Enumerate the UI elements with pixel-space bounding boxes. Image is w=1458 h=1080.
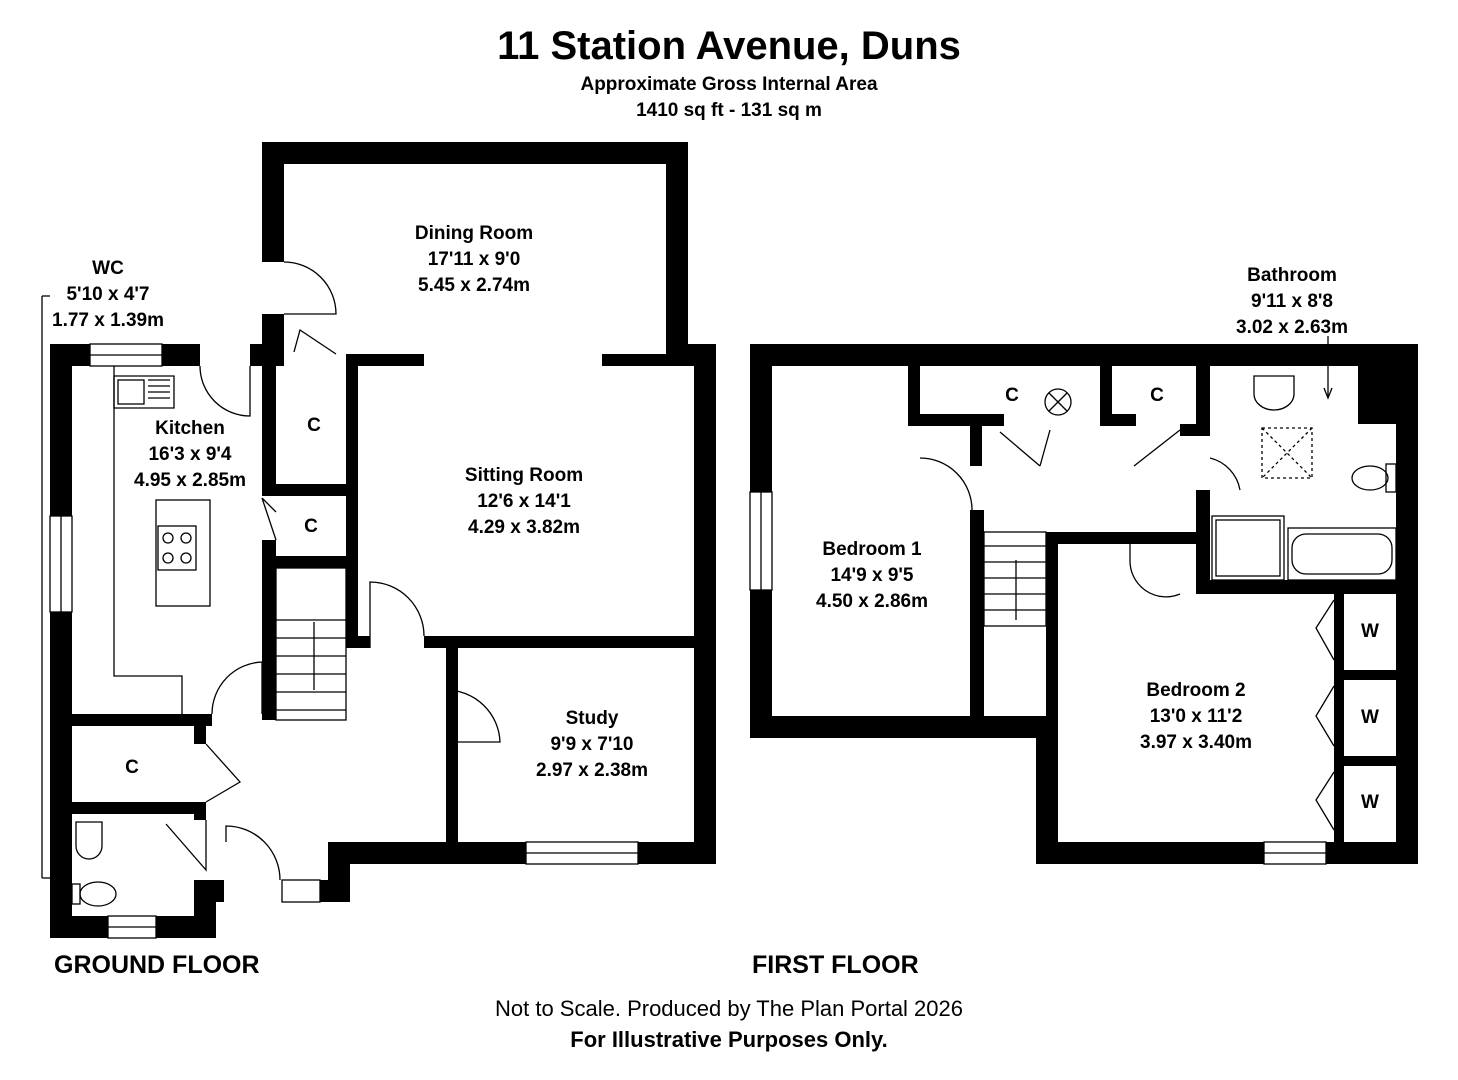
room-metric: 3.97 x 3.40m (1140, 732, 1252, 753)
room-label-sitting: Sitting Room 12'6 x 14'1 4.29 x 3.82m (465, 463, 583, 541)
room-imperial: 12'6 x 14'1 (477, 491, 571, 512)
plan-title: 11 Station Avenue, Duns (497, 24, 961, 68)
room-name: Kitchen (155, 418, 225, 439)
ground-floor-label: GROUND FLOOR (54, 951, 260, 979)
first-floor-label: FIRST FLOOR (752, 951, 919, 979)
room-label-bedroom2: Bedroom 2 13'0 x 11'2 3.97 x 3.40m (1140, 678, 1252, 756)
wardrobe-label: W (1361, 707, 1379, 728)
area-value: 1410 sq ft - 131 sq m (636, 100, 822, 121)
room-name: Study (565, 708, 619, 729)
room-imperial: 9'11 x 8'8 (1251, 291, 1333, 312)
room-metric: 4.29 x 3.82m (468, 517, 580, 538)
window-hall (281, 879, 321, 903)
cupboard-label: C (1005, 385, 1019, 406)
room-name: Dining Room (414, 223, 534, 244)
room-name: Sitting Room (464, 465, 584, 486)
room-imperial: 17'11 x 9'0 (427, 249, 521, 270)
room-imperial: 16'3 x 9'4 (148, 444, 232, 465)
room-metric: 4.50 x 2.86m (816, 591, 928, 612)
first-floor-walls (750, 344, 1418, 864)
fixtures-and-doors (41, 261, 1397, 939)
cupboard-label: C (304, 516, 318, 537)
wardrobe-label: W (1361, 621, 1379, 642)
room-metric: 1.77 x 1.39m (52, 310, 164, 331)
area-label: Approximate Gross Internal Area (580, 74, 878, 95)
room-imperial: 9'9 x 7'10 (550, 734, 634, 755)
room-metric: 2.97 x 2.38m (536, 760, 648, 781)
room-label-study: Study 9'9 x 7'10 2.97 x 2.38m (536, 706, 648, 784)
ground-floor-walls (50, 142, 716, 938)
cupboard-label: C (307, 415, 321, 436)
room-name: Bathroom (1247, 265, 1337, 286)
footer-note: Not to Scale. Produced by The Plan Porta… (495, 996, 963, 1021)
room-name: Bedroom 1 (822, 539, 922, 560)
room-metric: 5.45 x 2.74m (418, 275, 530, 296)
footer-disclaimer: For Illustrative Purposes Only. (570, 1027, 888, 1052)
room-name: Bedroom 2 (1146, 680, 1246, 701)
room-label-kitchen: Kitchen 16'3 x 9'4 4.95 x 2.85m (134, 416, 246, 494)
room-metric: 4.95 x 2.85m (134, 470, 246, 491)
cupboard-label: C (125, 757, 139, 778)
room-name: WC (92, 258, 124, 279)
wardrobe-label: W (1361, 792, 1379, 813)
room-label-dining: Dining Room 17'11 x 9'0 5.45 x 2.74m (415, 221, 533, 299)
room-label-bedroom1: Bedroom 1 14'9 x 9'5 4.50 x 2.86m (816, 537, 928, 615)
room-label-wc: WC 5'10 x 4'7 1.77 x 1.39m (52, 256, 164, 334)
cupboard-label: C (1150, 385, 1164, 406)
room-label-bathroom: Bathroom 9'11 x 8'8 3.02 x 2.63m (1236, 263, 1348, 341)
room-imperial: 14'9 x 9'5 (830, 565, 914, 586)
room-imperial: 5'10 x 4'7 (66, 284, 150, 305)
room-imperial: 13'0 x 11'2 (1149, 706, 1243, 727)
room-metric: 3.02 x 2.63m (1236, 317, 1348, 338)
